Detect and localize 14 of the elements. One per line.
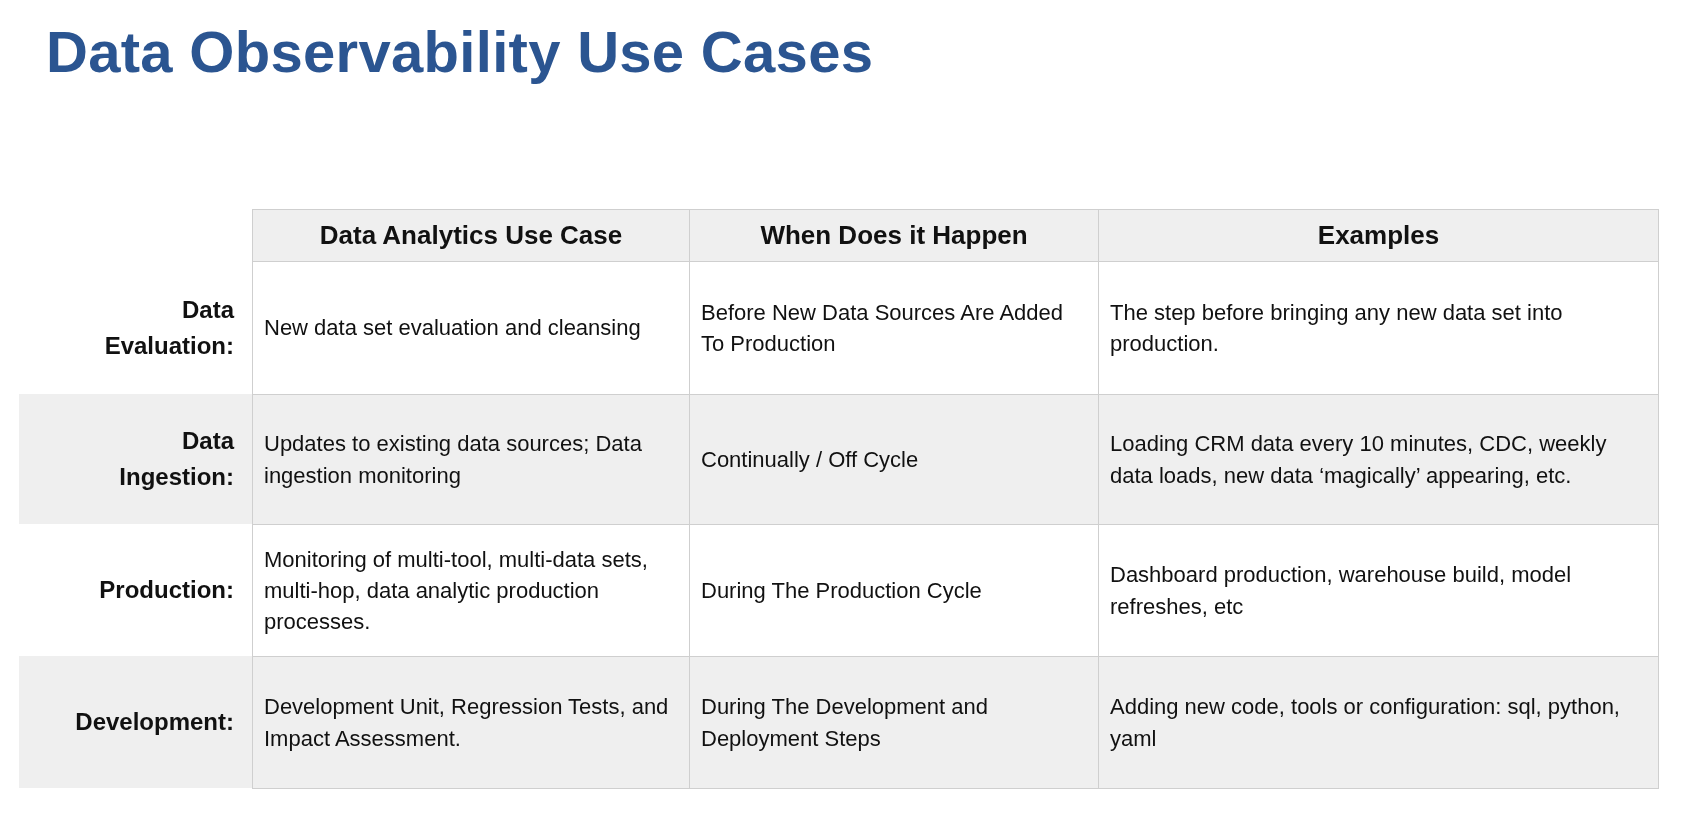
table-cell: Adding new code, tools or configuration: sql, python, yaml bbox=[1098, 656, 1659, 789]
table-cell: Loading CRM data every 10 minutes, CDC, weekly data loads, new data ‘magically’ appearing, etc. bbox=[1098, 394, 1659, 525]
table-cell: Updates to existing data sources; Data ingestion monitoring bbox=[252, 394, 690, 525]
table-cell: During The Development and Deployment Steps bbox=[689, 656, 1099, 789]
row-header: Data Evaluation: bbox=[103, 294, 234, 361]
title: Data Observability Use Cases bbox=[46, 18, 874, 85]
column-header: Examples bbox=[1098, 209, 1659, 262]
table-cell: Continually / Off Cycle bbox=[689, 394, 1099, 525]
row-header: Development: bbox=[74, 707, 234, 737]
column-header: When Does it Happen bbox=[689, 209, 1099, 262]
row-header: Data Ingestion: bbox=[118, 426, 234, 492]
table-cell: Development Unit, Regression Tests, and Impact Assessment. bbox=[252, 656, 690, 789]
row-header: Production: bbox=[98, 575, 234, 605]
column-header: Data Analytics Use Case bbox=[252, 209, 690, 262]
